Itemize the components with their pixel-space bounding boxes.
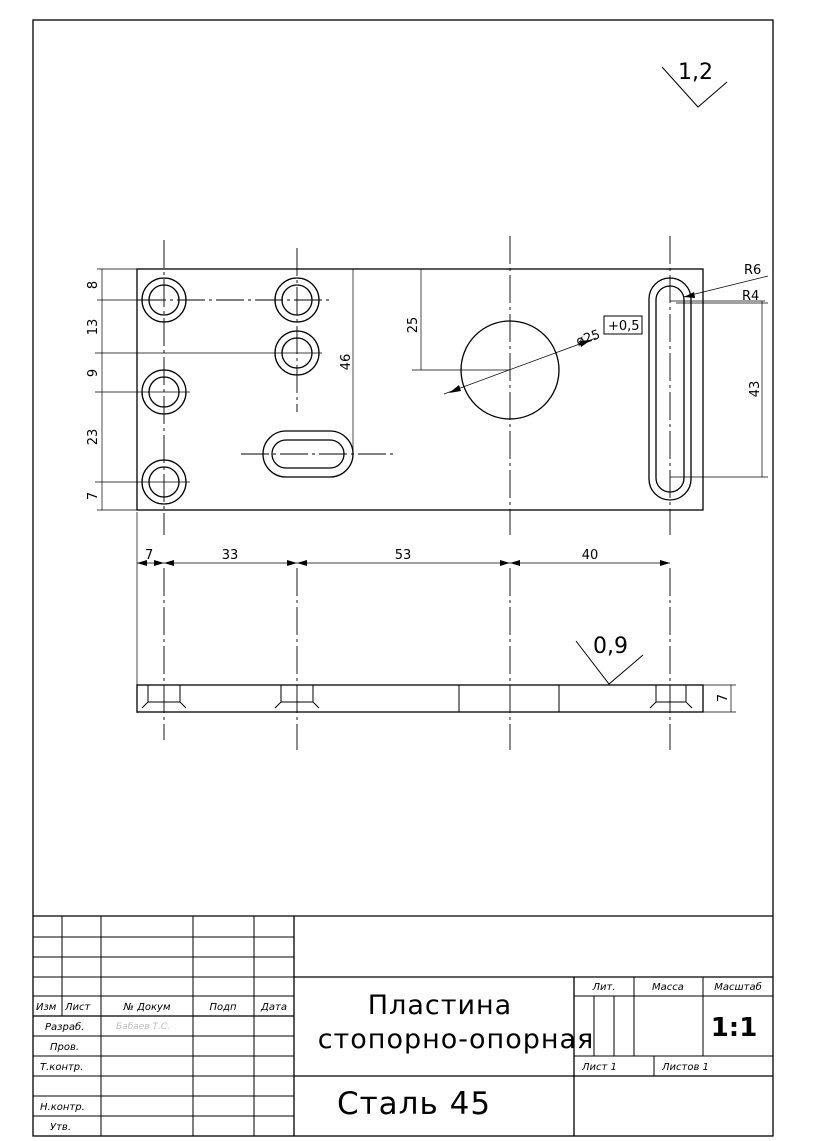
header-sign: Подп bbox=[209, 1002, 237, 1013]
svg-text:46: 46 bbox=[339, 354, 354, 371]
dim-left-7: 7 bbox=[86, 492, 101, 500]
svg-text:43: 43 bbox=[748, 381, 763, 398]
plan-view: ø25 +0,5 R6 R4 8 13 9 23 bbox=[86, 236, 769, 535]
scale-value: 1:1 bbox=[711, 1013, 758, 1043]
dim-43: 43 bbox=[748, 301, 763, 477]
roughness-value-top: 1,2 bbox=[678, 60, 713, 85]
roughness-value-side: 0,9 bbox=[593, 634, 628, 659]
dim-radius-inner: R4 bbox=[742, 289, 759, 304]
header-izm: Изм bbox=[36, 1002, 57, 1013]
dim-left-23: 23 bbox=[86, 429, 101, 446]
dim-diameter: ø25 bbox=[574, 327, 602, 349]
drawing-frame bbox=[32, 19, 774, 1137]
dim-bottom-40: 40 bbox=[582, 548, 599, 563]
role-checker: Пров. bbox=[50, 1042, 79, 1053]
dim-left-8: 8 bbox=[86, 281, 101, 289]
hole-mid-1 bbox=[274, 277, 320, 323]
plate-outline bbox=[136, 268, 704, 511]
tolerance-box bbox=[603, 315, 643, 335]
role-tech-control: Т.контр. bbox=[40, 1062, 83, 1073]
svg-text:25: 25 bbox=[406, 317, 421, 334]
hole-left-2 bbox=[95, 369, 190, 415]
roughness-mark-side: 0,9 bbox=[575, 634, 644, 685]
header-list: Лист bbox=[64, 1002, 92, 1013]
front-view: 7 0,9 bbox=[136, 568, 736, 750]
dim-bottom-7: 7 bbox=[145, 548, 153, 563]
role-approver: Утв. bbox=[50, 1122, 71, 1133]
section-hole-2 bbox=[274, 685, 320, 709]
plate-side-outline bbox=[136, 684, 704, 713]
hole-mid-2 bbox=[95, 330, 322, 376]
label-sheet: Лист 1 bbox=[581, 1062, 617, 1073]
title-block: Изм Лист № Докум Подп Дата Разраб. Пров.… bbox=[33, 915, 773, 1136]
label-mass: Масса bbox=[652, 982, 684, 993]
hole-left-1 bbox=[138, 277, 330, 323]
hole-left-3 bbox=[95, 459, 190, 505]
slot-small bbox=[241, 430, 395, 478]
role-norm-control: Н.контр. bbox=[40, 1102, 85, 1113]
header-doc: № Докум bbox=[122, 1002, 170, 1013]
dim-tolerance: +0,5 bbox=[608, 319, 640, 334]
section-hole-1 bbox=[141, 685, 187, 709]
svg-text:7: 7 bbox=[716, 694, 731, 702]
dim-bottom-33: 33 bbox=[222, 548, 239, 563]
material: Сталь 45 bbox=[337, 1086, 491, 1122]
slot-long bbox=[648, 277, 768, 501]
dim-radius-outer: R6 bbox=[744, 263, 761, 278]
dim-chain-left: 8 13 9 23 7 bbox=[86, 268, 142, 511]
dim-thickness: 7 bbox=[703, 684, 736, 713]
radius-callouts: R6 R4 bbox=[676, 263, 769, 304]
label-sheets: Листов 1 bbox=[661, 1062, 709, 1073]
dim-left-9: 9 bbox=[86, 369, 101, 377]
header-date: Дата bbox=[260, 1002, 287, 1013]
section-hole-4 bbox=[649, 685, 693, 709]
label-scale: Масштаб bbox=[714, 981, 762, 993]
section-hole-big bbox=[458, 685, 560, 712]
role-developer: Разраб. bbox=[45, 1021, 84, 1033]
developer-name: Бабаев Т.С. bbox=[116, 1022, 170, 1032]
dim-46: 46 bbox=[339, 269, 354, 454]
label-lit: Лит. bbox=[591, 982, 615, 993]
dim-left-13: 13 bbox=[86, 319, 101, 336]
dim-bottom-53: 53 bbox=[395, 548, 412, 563]
dim-chain-bottom: 7 33 53 40 bbox=[136, 512, 670, 713]
dim-25: 25 bbox=[406, 268, 510, 371]
title-line-2: стопорно-опорная bbox=[318, 1024, 595, 1055]
roughness-mark-general: 1,2 bbox=[661, 60, 728, 108]
hole-big: ø25 +0,5 bbox=[443, 315, 643, 420]
title-line-1: Пластина bbox=[368, 990, 512, 1021]
